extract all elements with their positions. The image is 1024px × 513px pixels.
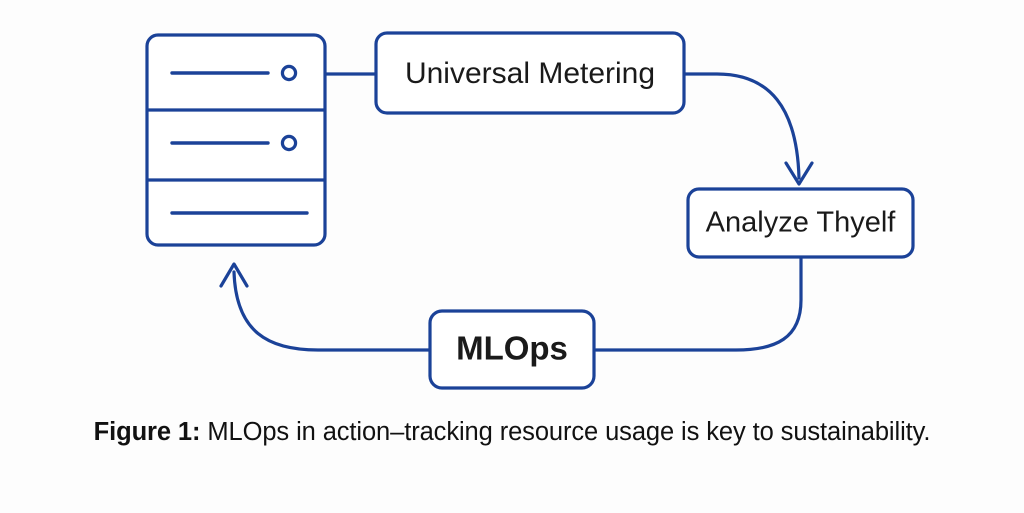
universal-metering-box[interactable] [374,31,686,115]
server-bay-1-led-icon [280,64,298,82]
mlops-box[interactable] [428,309,596,390]
connectors-group [219,72,814,352]
mlops-label: MLOps [456,330,568,367]
analyze-thyelf-box[interactable] [686,187,915,259]
node-mlops[interactable]: MLOps [428,309,596,390]
caption-body-text: MLOps in action–tracking resource usage … [200,418,931,446]
arrowhead-into-analyze [784,161,814,186]
universal-metering-label: Universal Metering [405,57,655,90]
analyze-thyelf-label: Analyze Thyelf [706,207,897,239]
edge-mlops-to-server [232,270,432,352]
arrowhead-into-server [219,262,249,288]
server-rack-icon [145,33,327,247]
node-universal-metering[interactable]: Universal Metering [374,31,686,115]
edge-analyze-to-mlops [594,255,803,352]
edge-universal-metering-to-analyze [682,72,801,180]
server-bay-2-led-icon [280,134,298,152]
server-outer-body [145,33,327,247]
caption-figure-number: Figure 1: [93,418,201,446]
node-analyze-thyelf[interactable]: Analyze Thyelf [686,187,915,259]
figure-caption: Figure 1: MLOps in action–tracking resou… [0,418,1024,447]
